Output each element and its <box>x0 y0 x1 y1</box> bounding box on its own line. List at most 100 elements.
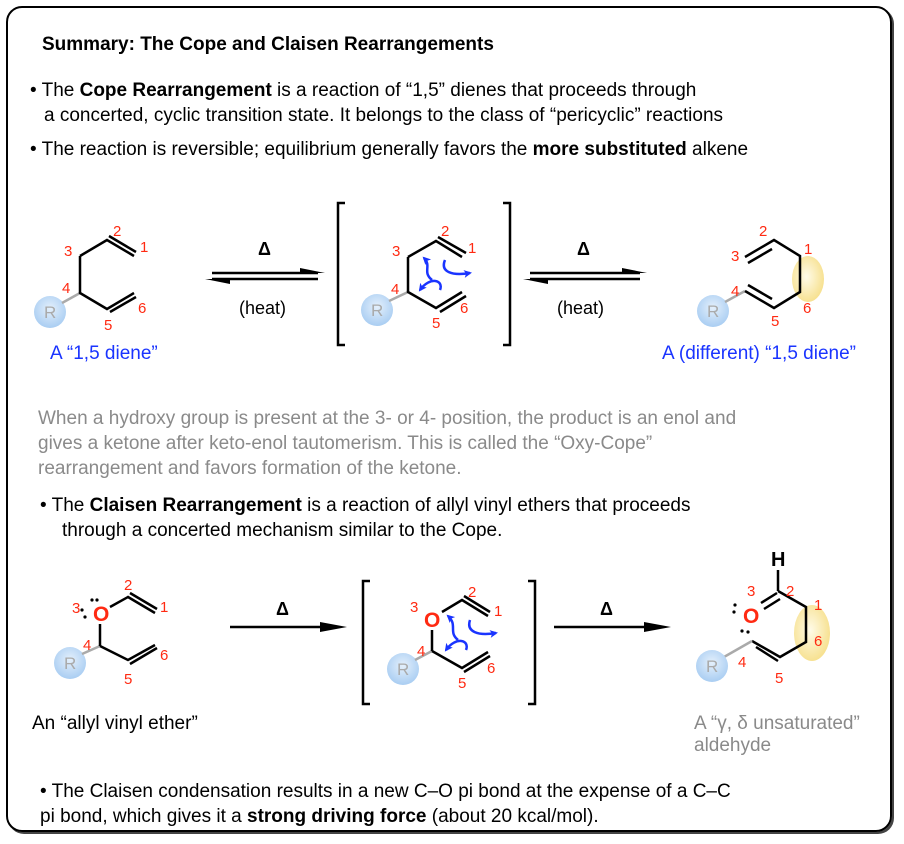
atom-number-5: 5 <box>104 317 112 334</box>
claisen-reactant-caption: An “allyl vinyl ether” <box>32 713 198 734</box>
cope-reactant-molecule: R 1 2 3 4 5 6 <box>34 223 148 334</box>
svg-text:6: 6 <box>160 647 168 664</box>
svg-text:5: 5 <box>432 315 440 332</box>
cope-transition-state: R 1 2 3 4 5 6 <box>336 201 512 347</box>
claisen-definition: • The Claisen Rearrangement is a reactio… <box>40 495 691 541</box>
left-bracket <box>336 201 345 347</box>
cope-equilibrium-arrow-1: Δ (heat) <box>205 239 325 318</box>
curly-arrow-icon <box>442 259 472 278</box>
r-bond <box>61 291 81 305</box>
claisen-reactant-molecule: R O 1 2 3 4 5 6 <box>54 577 168 688</box>
new-sigma-bond-highlight <box>794 605 830 661</box>
cope-product-caption: A (different) “1,5 diene” <box>662 343 856 364</box>
svg-text:2: 2 <box>759 223 767 240</box>
driving-force-note: • The Claisen condensation results in a … <box>40 781 731 827</box>
r-group-blob <box>387 653 419 685</box>
oxygen-atom: O <box>743 605 759 628</box>
svg-text:2: 2 <box>441 223 449 240</box>
delta-label: Δ <box>600 599 613 619</box>
svg-text:1: 1 <box>160 599 168 616</box>
claisen-product-caption: A “γ, δ unsaturated” aldehyde <box>694 713 860 756</box>
delta-label: Δ <box>276 599 289 619</box>
svg-text:3: 3 <box>731 248 739 265</box>
svg-text:4: 4 <box>417 643 425 660</box>
svg-text:R: R <box>706 657 718 676</box>
r-group-label: R <box>44 303 56 322</box>
lone-pair-dot <box>95 598 99 602</box>
cope-equilibrium-arrow-2: Δ (heat) <box>523 239 647 318</box>
svg-text:R: R <box>64 654 76 673</box>
delta-label: Δ <box>577 239 590 259</box>
r-group-blob <box>697 295 729 327</box>
svg-text:2: 2 <box>124 577 132 594</box>
right-bracket <box>528 579 537 706</box>
summary-card <box>6 6 892 832</box>
svg-text:6: 6 <box>460 300 468 317</box>
atom-number-3: 3 <box>64 243 72 260</box>
sigma-chain-bottom <box>78 256 135 311</box>
reverse-arrowhead <box>205 279 230 284</box>
right-bracket <box>503 201 512 347</box>
left-bracket <box>361 579 370 706</box>
svg-text:3: 3 <box>392 243 400 260</box>
delta-label: Δ <box>258 239 271 259</box>
arrowhead <box>320 622 347 632</box>
svg-text:1: 1 <box>814 597 822 614</box>
oxygen-atom: O <box>93 603 109 626</box>
carbonyl-double-bond <box>760 591 778 605</box>
lone-pair-dot <box>733 603 737 607</box>
claisen-forward-arrow-1: Δ <box>230 599 347 632</box>
claisen-forward-arrow-2: Δ <box>554 599 671 632</box>
atom-number-4: 4 <box>62 280 70 297</box>
r-group-blob <box>361 294 393 326</box>
svg-text:4: 4 <box>738 654 746 671</box>
oxy-cope-note: When a hydroxy group is present at the 3… <box>38 408 737 479</box>
arrowhead <box>644 622 671 632</box>
svg-text:6: 6 <box>487 660 495 677</box>
atom-number-6: 6 <box>138 300 146 317</box>
cope-reactant-caption: A “1,5 diene” <box>50 343 158 364</box>
svg-text:R: R <box>397 660 409 679</box>
svg-text:5: 5 <box>775 670 783 687</box>
heat-label: (heat) <box>239 298 286 318</box>
r-group-blob <box>54 647 86 679</box>
svg-text:6: 6 <box>803 300 811 317</box>
svg-text:5: 5 <box>458 675 466 692</box>
svg-text:4: 4 <box>731 283 739 300</box>
svg-text:2: 2 <box>786 583 794 600</box>
lone-pair-dot <box>90 598 94 602</box>
curly-arrow-icon <box>446 614 459 641</box>
lone-pair-dot <box>740 629 744 633</box>
heat-label: (heat) <box>557 298 604 318</box>
atom-number-2: 2 <box>113 223 121 240</box>
lone-pair-dot <box>80 608 84 612</box>
svg-text:R: R <box>371 301 383 320</box>
svg-text:R: R <box>707 302 719 321</box>
hydrogen-atom: H <box>771 549 785 571</box>
curly-arrow-icon <box>422 256 433 281</box>
claisen-transition-state: R O 1 2 3 4 5 6 <box>361 579 537 706</box>
forward-arrowhead <box>300 268 325 273</box>
svg-text:1: 1 <box>494 603 502 620</box>
lone-pair-dot <box>732 610 736 614</box>
reversibility-note: • The reaction is reversible; equilibriu… <box>30 139 749 160</box>
sigma-chain-top <box>79 238 135 258</box>
svg-text:4: 4 <box>83 637 91 654</box>
svg-text:1: 1 <box>468 240 476 257</box>
svg-text:2: 2 <box>468 584 476 601</box>
r-group-blob <box>696 650 728 682</box>
svg-text:6: 6 <box>814 633 822 650</box>
claisen-product-molecule: H R O 1 2 3 4 5 6 <box>696 549 830 687</box>
svg-text:3: 3 <box>747 583 755 600</box>
svg-text:3: 3 <box>72 600 80 617</box>
curly-arrow-icon <box>444 639 468 652</box>
svg-text:4: 4 <box>391 281 399 298</box>
svg-text:3: 3 <box>410 599 418 616</box>
lone-pair-dot <box>746 630 750 634</box>
cope-product-molecule: R 1 2 3 4 5 6 <box>697 223 824 330</box>
atom-number-1: 1 <box>140 239 148 256</box>
svg-text:O: O <box>424 609 440 632</box>
cope-definition: • The Cope Rearrangement is a reaction o… <box>30 80 724 126</box>
r-group-blob <box>34 296 66 328</box>
